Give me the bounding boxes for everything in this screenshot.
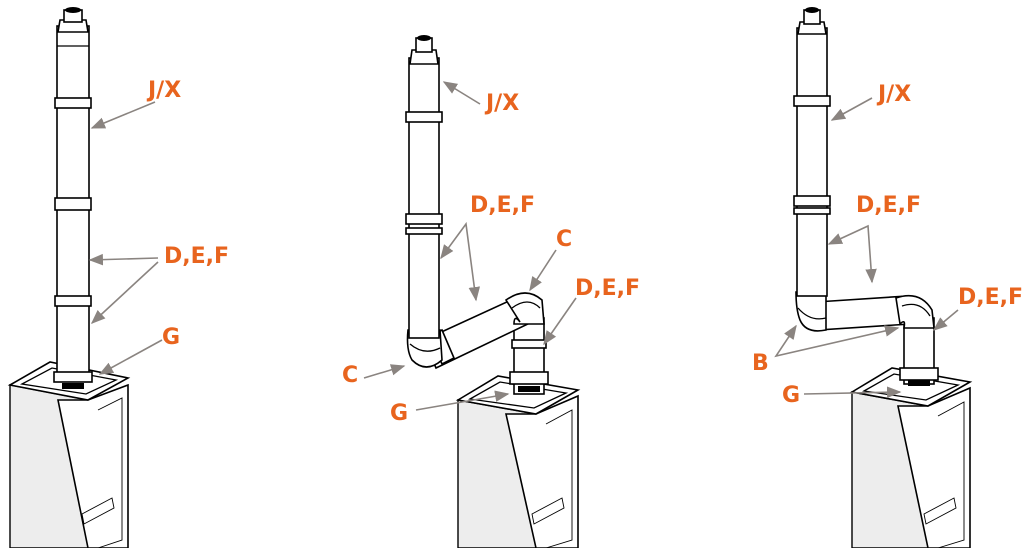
label-def-lower: D,E,F [958,285,1023,310]
label-g: G [782,383,800,408]
upper-vertical-pipe [405,35,443,339]
label-g: G [390,401,408,426]
leader-def-upper [88,253,159,266]
lower-riser-pipe [509,317,549,395]
leader-c-upper [529,249,557,292]
boiler-unit [849,367,973,548]
label-jx: J/X [484,91,519,116]
lower-riser-pipe [899,317,939,386]
configuration-1-vertical-flue: J/X D,E,F G [7,7,229,548]
label-g: G [162,325,180,350]
bend-right [895,294,935,329]
label-jx: J/X [876,82,911,107]
label-b: B [752,351,769,376]
leader-g [98,339,163,375]
leader-jx [830,97,873,121]
label-def-upper: D,E,F [856,193,921,218]
leader-g [803,386,902,399]
boiler-unit [455,375,581,548]
leader-def-upper [440,221,481,302]
configuration-3-offset-flue: J/X D,E,F D,E,F B G [752,7,1023,548]
leader-g [415,390,510,411]
bend-left [795,291,827,332]
label-def-upper: D,E,F [470,193,535,218]
leader-b [774,324,900,358]
label-def-lower: D,E,F [575,276,640,301]
label-c-upper: C [556,227,572,252]
elbow-lower-left [406,329,443,368]
leader-def-lower [932,309,959,331]
leader-c-lower [363,364,406,379]
leader-jx [442,81,481,105]
leader-def-upper [827,224,877,284]
upper-vertical-pipe [793,7,831,297]
boiler-unit [7,361,131,548]
leader-def-lower [90,261,159,324]
label-jx: J/X [146,78,181,103]
label-def: D,E,F [164,244,229,269]
label-c-lower: C [342,363,358,388]
elbow-upper-right [504,292,545,325]
leader-def-lower [543,297,577,346]
vertical-flue-pipe [53,7,93,383]
configuration-2-offset-flue: J/X D,E,F C D,E,F C G [342,35,640,548]
leader-jx [90,101,156,129]
